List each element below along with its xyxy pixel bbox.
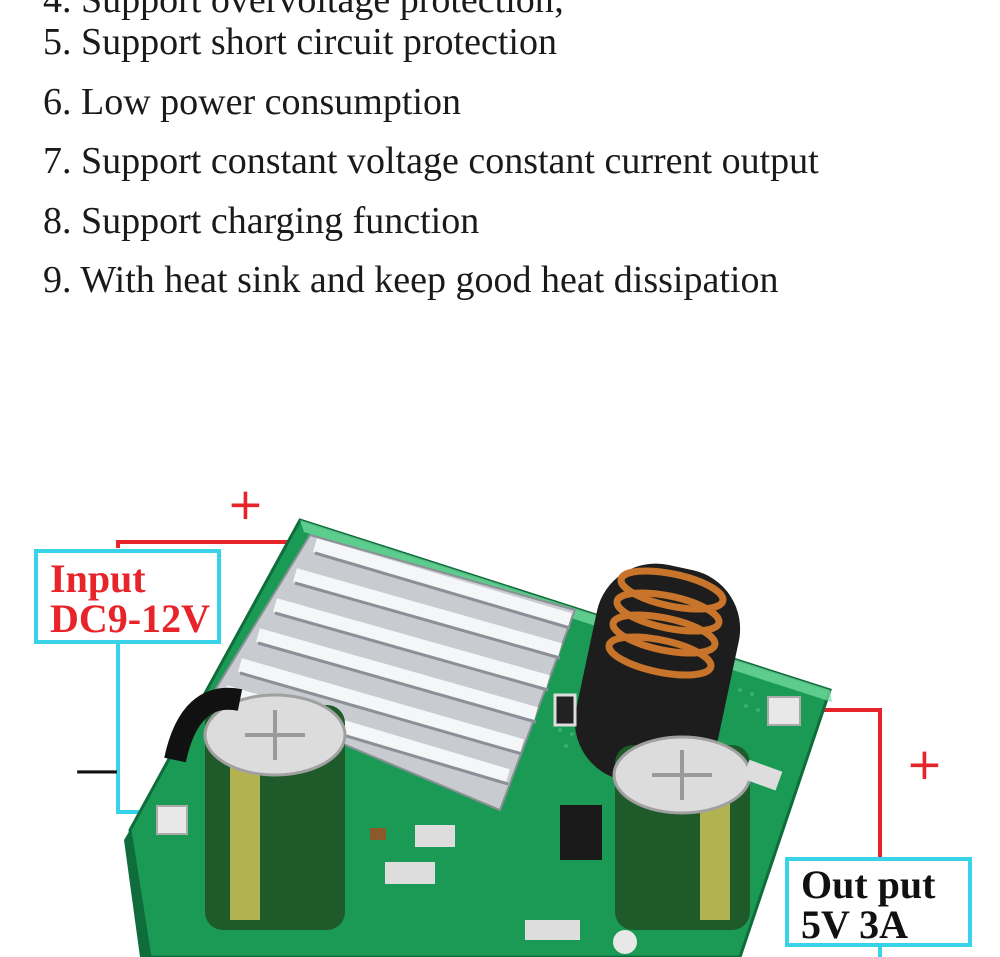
output-plus-sign: + <box>906 739 943 790</box>
output-label: Out put <box>801 862 936 907</box>
heat-sink <box>213 533 577 812</box>
feature-item: 4. Support overvoltage protection; <box>43 0 565 21</box>
feature-item: 9. With heat sink and keep good heat dis… <box>43 259 779 301</box>
feature-item: 5. Support short circuit protection <box>43 21 557 63</box>
input-voltage-label: DC9-12V <box>50 596 210 641</box>
input-label: Input <box>50 556 146 601</box>
input-plus-sign: + <box>227 479 264 530</box>
feature-item: 6. Low power consumption <box>43 80 461 123</box>
product-photo <box>116 518 882 957</box>
output-rating-label: 5V 3A <box>801 902 909 947</box>
feature-item: 7. Support constant voltage constant cur… <box>43 140 819 182</box>
smd-components <box>370 693 783 940</box>
input-label-box: Input DC9-12V <box>34 549 221 644</box>
inductor <box>574 563 741 787</box>
solder-pads <box>156 696 801 954</box>
input-capacitor <box>164 687 347 930</box>
feature-item: 8. Support charging function <box>43 199 480 242</box>
output-label-box: Out put 5V 3A <box>785 857 972 947</box>
output-capacitor <box>612 735 752 930</box>
input-minus-sign: — <box>75 744 119 795</box>
feature-list: 4. Support overvoltage protection; 5. Su… <box>43 0 819 322</box>
